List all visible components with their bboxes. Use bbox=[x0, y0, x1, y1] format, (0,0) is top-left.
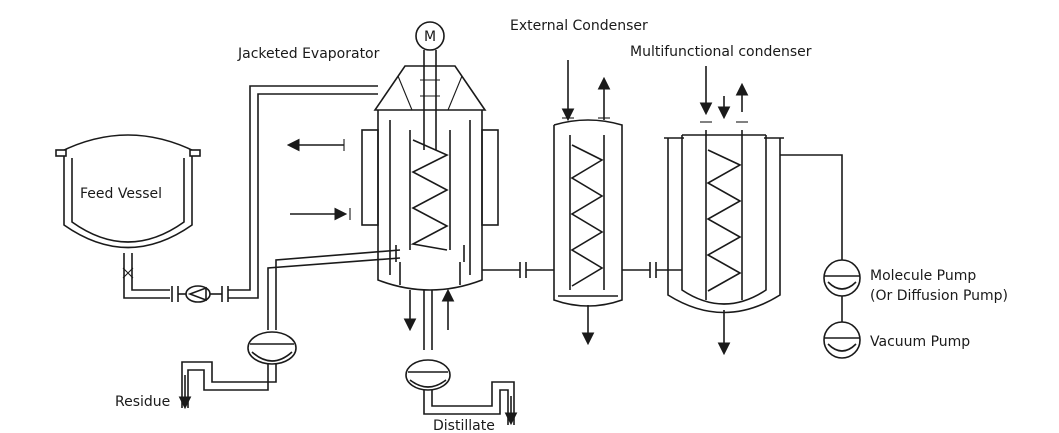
external-condenser bbox=[553, 60, 623, 346]
molecule-pump-label: Molecule Pump bbox=[870, 268, 976, 284]
jacketed-evaporator-label: Jacketed Evaporator bbox=[237, 46, 380, 62]
motor-label: M bbox=[424, 29, 436, 45]
jacketed-evaporator: M bbox=[267, 21, 499, 350]
residue-pump bbox=[178, 331, 297, 410]
multifunctional-condenser bbox=[664, 66, 843, 356]
distillate-label: Distillate bbox=[433, 418, 495, 433]
multifunctional-condenser-label: Multifunctional condenser bbox=[630, 44, 812, 60]
molecule-pump bbox=[823, 259, 861, 322]
external-condenser-label: External Condenser bbox=[510, 18, 648, 34]
distillate-pump bbox=[405, 359, 518, 426]
diffusion-pump-label: (Or Diffusion Pump) bbox=[870, 288, 1008, 304]
vacuum-pump bbox=[823, 321, 861, 359]
feed-vessel-label: Feed Vessel bbox=[80, 186, 162, 202]
feed-pump bbox=[171, 85, 378, 303]
residue-label: Residue bbox=[115, 394, 170, 410]
connector-ext-multi bbox=[622, 262, 682, 278]
connector-evap-ext bbox=[482, 262, 554, 278]
vacuum-pump-label: Vacuum Pump bbox=[870, 334, 970, 350]
feed-vessel bbox=[55, 134, 201, 299]
